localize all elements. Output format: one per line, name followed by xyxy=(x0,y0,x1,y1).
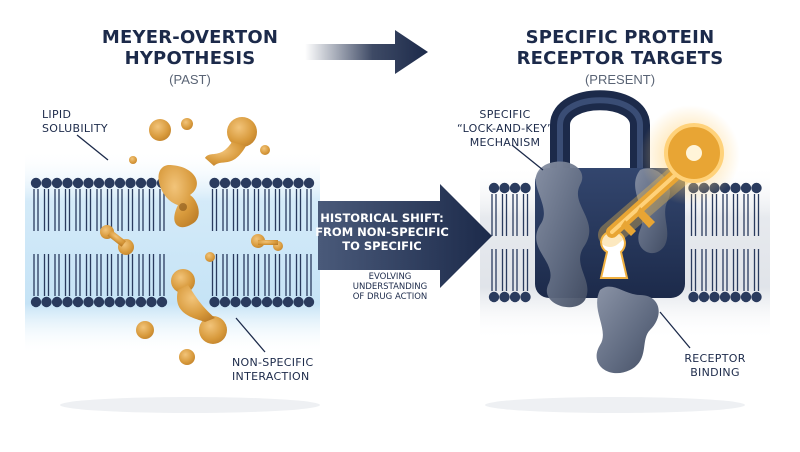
lipid-head xyxy=(93,177,105,189)
lipid-head xyxy=(41,177,52,189)
label-lock-key-line3: MECHANISM xyxy=(469,136,541,149)
lipid-head xyxy=(125,177,136,189)
lipid-head xyxy=(219,296,231,308)
lipid-head xyxy=(293,177,304,189)
right-title-line1: SPECIFIC PROTEIN xyxy=(525,27,715,48)
lipid-head xyxy=(114,177,126,189)
lipid-head xyxy=(740,291,752,303)
lipid-head xyxy=(740,182,752,194)
lipid-head xyxy=(209,177,220,189)
lipid-head xyxy=(251,296,262,308)
leader-line-non-specific xyxy=(235,317,266,353)
lipid-head xyxy=(282,296,294,308)
label-non-specific-line1: NON-SPECIFIC xyxy=(232,356,314,369)
lipid-head xyxy=(251,177,262,189)
label-lipid-solubility-line2: SOLUBILITY xyxy=(42,122,108,135)
lipid-head xyxy=(520,182,531,194)
lipid-head xyxy=(104,177,115,189)
lipid-head xyxy=(156,296,168,308)
lipid-head xyxy=(146,177,157,189)
lipid-head xyxy=(83,296,94,308)
label-lock-key-line2: “LOCK-AND-KEY” xyxy=(456,122,553,135)
lipid-head xyxy=(230,177,241,189)
left-subtitle: (PAST) xyxy=(169,72,211,87)
lipid-head xyxy=(240,296,252,308)
lipid-head xyxy=(62,177,73,189)
shift-text-line2: FROM NON-SPECIFIC xyxy=(315,225,449,239)
right-subtitle: (PRESENT) xyxy=(584,72,656,87)
lipid-head xyxy=(303,177,315,189)
label-receptor-binding-line1: RECEPTOR xyxy=(684,352,746,365)
lipid-head xyxy=(488,291,500,303)
lipid-head xyxy=(209,296,220,308)
label-lock-key-line1: SPECIFIC xyxy=(479,108,531,121)
lipid-head xyxy=(114,296,126,308)
lipid-head xyxy=(499,291,510,303)
leader-line-receptor-binding xyxy=(659,311,691,349)
lipid-head xyxy=(698,291,710,303)
lipid-head xyxy=(230,296,241,308)
label-lipid-solubility-line1: LIPID xyxy=(42,108,72,121)
receptor-protein-icon xyxy=(535,161,670,374)
lipid-head xyxy=(488,182,500,194)
lipid-head xyxy=(499,182,510,194)
lipid-head xyxy=(135,177,147,189)
lipid-head xyxy=(303,296,315,308)
lipid-head xyxy=(261,177,273,189)
lipid-head xyxy=(146,296,157,308)
lipid-head xyxy=(709,291,720,303)
lipid-head xyxy=(93,296,105,308)
lipid-head xyxy=(135,296,147,308)
lipid-head xyxy=(751,182,762,194)
lipid-head xyxy=(509,291,521,303)
left-title-line2: HYPOTHESIS xyxy=(124,48,256,69)
lipid-head xyxy=(72,177,84,189)
lipid-head xyxy=(219,177,231,189)
shift-text-line3: TO SPECIFIC xyxy=(342,239,422,253)
evolve-text-line3: OF DRUG ACTION xyxy=(352,292,428,302)
lipid-head xyxy=(509,182,521,194)
right-title-line2: RECEPTOR TARGETS xyxy=(516,48,724,69)
left-title-line1: MEYER-OVERTON xyxy=(101,27,279,48)
lipid-head xyxy=(30,177,42,189)
lipid-head xyxy=(730,182,741,194)
arrow-right-icon xyxy=(318,184,492,288)
leader-line-lock-and-key xyxy=(511,144,544,171)
label-non-specific-line2: INTERACTION xyxy=(232,370,310,383)
lipid-head xyxy=(104,296,115,308)
lipid-head xyxy=(272,177,283,189)
leader-line-lipid-solubility xyxy=(76,134,109,161)
lipid-head xyxy=(240,177,252,189)
lipid-head xyxy=(83,177,94,189)
arrow-right-icon xyxy=(305,30,428,74)
lipid-head xyxy=(751,291,762,303)
lipid-head xyxy=(51,177,63,189)
lipid-head xyxy=(261,296,273,308)
lipid-head xyxy=(41,296,52,308)
lipid-head xyxy=(719,291,731,303)
lipid-head xyxy=(688,291,699,303)
lipid-head xyxy=(30,296,42,308)
drug-molecule-icon xyxy=(100,117,283,365)
lipid-head xyxy=(730,291,741,303)
evolve-text-line2: UNDERSTANDING xyxy=(352,282,428,292)
lipid-head xyxy=(282,177,294,189)
key-icon xyxy=(598,105,740,247)
shift-text-line1: HISTORICAL SHIFT: xyxy=(320,211,444,225)
lipid-head xyxy=(293,296,304,308)
lipid-head xyxy=(272,296,283,308)
evolve-text-line1: EVOLVING xyxy=(368,272,412,282)
lipid-bilayer-icon xyxy=(30,177,315,308)
lipid-head xyxy=(72,296,84,308)
lipid-head xyxy=(51,296,63,308)
lipid-head xyxy=(125,296,136,308)
label-receptor-binding-line2: BINDING xyxy=(690,366,740,379)
lipid-head xyxy=(62,296,73,308)
lipid-head xyxy=(520,291,531,303)
